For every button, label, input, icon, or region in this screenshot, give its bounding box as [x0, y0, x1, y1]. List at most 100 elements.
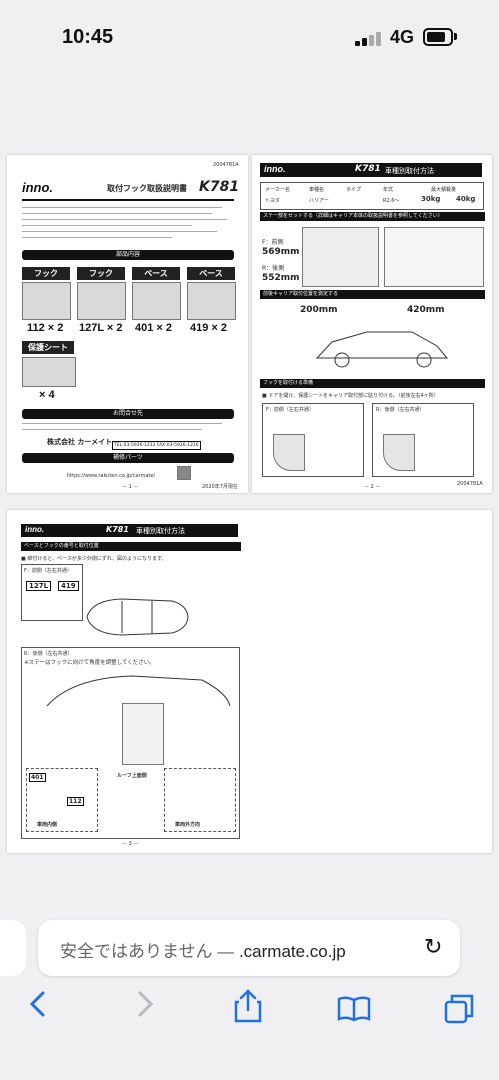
page-number: － 1 －: [122, 484, 139, 490]
panel-label: R：後側（左右共通）: [24, 651, 73, 657]
part-name: フック: [22, 267, 70, 280]
car-top-illustration: [86, 598, 189, 636]
battery-icon: [423, 28, 457, 46]
page-date: 2020年7月現在: [202, 484, 238, 490]
front-position-panel: F：前側（左右共通） 127L 419: [21, 564, 83, 621]
part-name: フック: [77, 267, 125, 280]
car-side-illustration: [315, 331, 449, 368]
panel-label: R：後側（左右共通）: [376, 407, 425, 413]
manual-page-3[interactable]: inno. K781 車種別取付方法 ベースとフックの番号と取付位置 ■ 締付け…: [7, 510, 492, 853]
door-illustration: [273, 434, 305, 471]
table-header: 車種名: [309, 187, 325, 193]
page-number: － 3 －: [122, 841, 139, 847]
shop-url: https://www.rakuten.co.jp/carmate/: [67, 473, 156, 479]
stay-detail-diagram: [384, 227, 484, 287]
outside-label: 車両外方向: [175, 822, 201, 828]
rear-panel: R：後側（左右共通）: [372, 403, 474, 477]
panel-label: F：前側（左右共通）: [24, 568, 72, 574]
part-size: 401 × 2: [135, 322, 173, 334]
url-domain: .carmate.co.jp: [238, 942, 346, 961]
outside-detail-panel: 車両外方向: [164, 768, 236, 832]
forward-icon: [135, 990, 155, 1025]
qr-code: [177, 466, 191, 480]
parts-heading: 部品内容: [22, 250, 234, 260]
inside-detail-panel: 401 112 車両内側: [26, 768, 98, 832]
inno-logo: inno.: [22, 180, 54, 195]
company-name: 株式会社 カーメイト: [47, 438, 113, 446]
front-value: 569mm: [262, 247, 300, 257]
part-size: 127L × 2: [79, 322, 123, 334]
page2-title: 車種別取付方法: [385, 167, 434, 175]
inside-label: 車両内側: [37, 822, 58, 828]
table-cell: 40kg: [456, 195, 476, 203]
repair-heading: 補修パーツ: [22, 453, 234, 463]
part-size: 419 × 2: [190, 322, 228, 334]
page3-title-bar: inno. K781 車種別取付方法: [21, 524, 238, 537]
manual-page-2[interactable]: inno. K781 車種別取付方法 メーカー名 車種名 タイプ 年式 最大積載…: [252, 155, 492, 493]
part-name: ベース: [132, 267, 180, 280]
sheet-count: × 4: [39, 389, 55, 401]
table-cell: 30kg: [421, 195, 441, 203]
tabs-icon[interactable]: [443, 993, 475, 1032]
table-header: 年式: [383, 187, 394, 193]
roof-label: ルーフ上面側: [117, 773, 147, 779]
inno-logo: inno.: [25, 525, 45, 534]
table-header: タイプ: [346, 187, 362, 193]
rear-label: R：後側: [262, 265, 285, 272]
hook-illustration: [77, 282, 126, 320]
company-tel: TEL:03-5926-1212 FAX:03-5926-1216: [112, 441, 201, 450]
reload-icon[interactable]: ↻: [424, 935, 443, 960]
table-cell: R2.6〜: [383, 198, 400, 204]
stay-detail: [122, 703, 164, 765]
hook-rear-number: 112: [67, 797, 84, 806]
table-header: 最大積載量: [431, 187, 457, 193]
sheet-illustration: [22, 357, 76, 387]
table-header: メーカー名: [265, 187, 291, 193]
base-front-number: 419: [58, 581, 79, 591]
stay-note: ※ステーはフックに向けて角度を調整してください。: [24, 660, 155, 666]
stay-diagram: [302, 227, 379, 287]
previous-tab-pill[interactable]: [0, 920, 26, 976]
manual-page-1[interactable]: 2004781A inno. 取付フック取扱説明書 K781 部品内容 フック …: [7, 155, 248, 493]
rear-value: 552mm: [262, 273, 300, 283]
signal-icon: [355, 30, 385, 46]
sheet-label: 保護シート: [22, 341, 74, 354]
bookmarks-icon[interactable]: [336, 995, 372, 1030]
base-illustration: [187, 282, 236, 320]
hook-heading: フックを取付ける準備: [260, 379, 485, 388]
address-bar[interactable]: [38, 920, 460, 976]
door-illustration: [383, 434, 415, 471]
vehicle-table: メーカー名 車種名 タイプ 年式 最大積載量 トヨタ ハリアー R2.6〜 30…: [260, 182, 484, 210]
status-bar: 10:45 4G: [0, 0, 499, 75]
rear-position-panel: R：後側（左右共通） ※ステーはフックに向けて角度を調整してください。 ルーフ上…: [21, 647, 240, 839]
page1-model: K781: [199, 179, 240, 195]
insecure-warning: 安全ではありません —: [60, 942, 235, 961]
panel-label: F：前側（左右共通）: [266, 407, 314, 413]
position-heading: 前後キャリア取付位置を測定する: [260, 290, 485, 299]
doc-code: 2004781A: [213, 162, 239, 168]
status-time: 10:45: [62, 26, 114, 48]
table-cell: ハリアー: [309, 198, 329, 204]
page3-subheading: ベースとフックの番号と取付位置: [21, 542, 241, 551]
hook-illustration: [22, 282, 71, 320]
base-illustration: [132, 282, 181, 320]
page2-model: K781: [355, 164, 381, 174]
front-label: F：前側: [262, 239, 284, 246]
stay-heading: ステー部をセットする（詳細はキャリア本体の取扱説明書を参照してください）: [260, 212, 485, 221]
page3-model: K781: [106, 525, 129, 534]
measure-c: 420mm: [407, 305, 445, 315]
page1-title: 取付フック取扱説明書: [107, 184, 187, 193]
car-rear-illustration: [46, 675, 231, 707]
hook-note: ■ ドアを開け、保護シートをキャリア取付部に貼り付ける。（前後左右4ヶ所）: [262, 393, 439, 399]
contact-heading: お問合せ先: [22, 409, 234, 419]
address-text[interactable]: 安全ではありません — .carmate.co.jp: [60, 937, 346, 962]
page3-title: 車種別取付方法: [136, 527, 185, 535]
share-icon[interactable]: [233, 988, 263, 1031]
inno-logo: inno.: [264, 164, 286, 174]
page-number: － 2 －: [364, 484, 381, 490]
hook-front-number: 127L: [26, 581, 52, 591]
front-panel: F：前側（左右共通）: [262, 403, 364, 477]
back-icon[interactable]: [28, 990, 48, 1025]
part-name: ベース: [187, 267, 235, 280]
page2-title-bar: inno. K781 車種別取付方法: [260, 163, 482, 177]
